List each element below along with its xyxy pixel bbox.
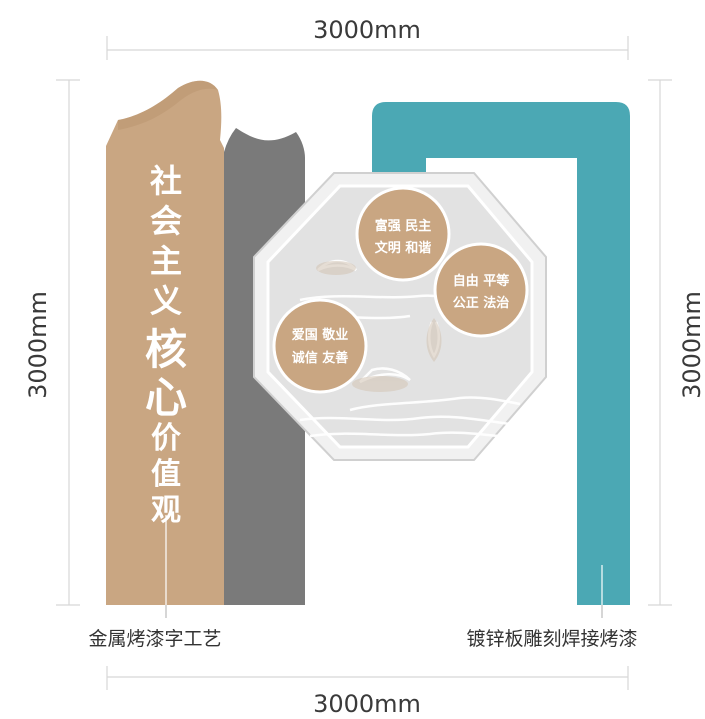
circle-1-line2: 文明 和谐: [375, 240, 432, 256]
slogan-char: 主: [150, 242, 182, 280]
circle-3-line2: 诚信 友善: [292, 350, 349, 366]
circle-2-line2: 公正 法治: [453, 295, 510, 311]
circle-3-line1: 爱国 敬业: [292, 327, 349, 343]
teal-frame: [372, 102, 630, 605]
slogan-char: 核: [145, 325, 187, 374]
value-circle-2: 自由 平等 公正 法治: [433, 242, 529, 338]
dimension-lines: [56, 36, 672, 690]
circle-2-line1: 自由 平等: [453, 273, 510, 289]
slogan-char: 心: [145, 373, 187, 422]
bottom-dimension-label: 3000mm: [313, 690, 421, 718]
slogan-char: 会: [150, 202, 182, 240]
value-circle-1: 富强 民主 文明 和谐: [355, 186, 451, 282]
left-dimension-label: 3000mm: [24, 291, 52, 399]
lotus-shapes: [316, 261, 442, 392]
slogan-char: 值: [151, 457, 181, 492]
left-callout-label: 金属烤漆字工艺: [88, 628, 221, 650]
tan-panel: [106, 80, 224, 606]
value-circle-3: 爱国 敬业 诚信 友善: [272, 298, 368, 394]
slogan-char: 价: [151, 421, 181, 456]
right-dimension-label: 3000mm: [678, 291, 705, 399]
slogan-char: 社: [150, 162, 182, 200]
top-dimension-label: 3000mm: [313, 16, 421, 44]
slogan-char: 义: [150, 282, 182, 320]
circle-1-line1: 富强 民主: [375, 218, 432, 234]
right-callout-label: 镀锌板雕刻焊接烤漆: [466, 628, 637, 650]
